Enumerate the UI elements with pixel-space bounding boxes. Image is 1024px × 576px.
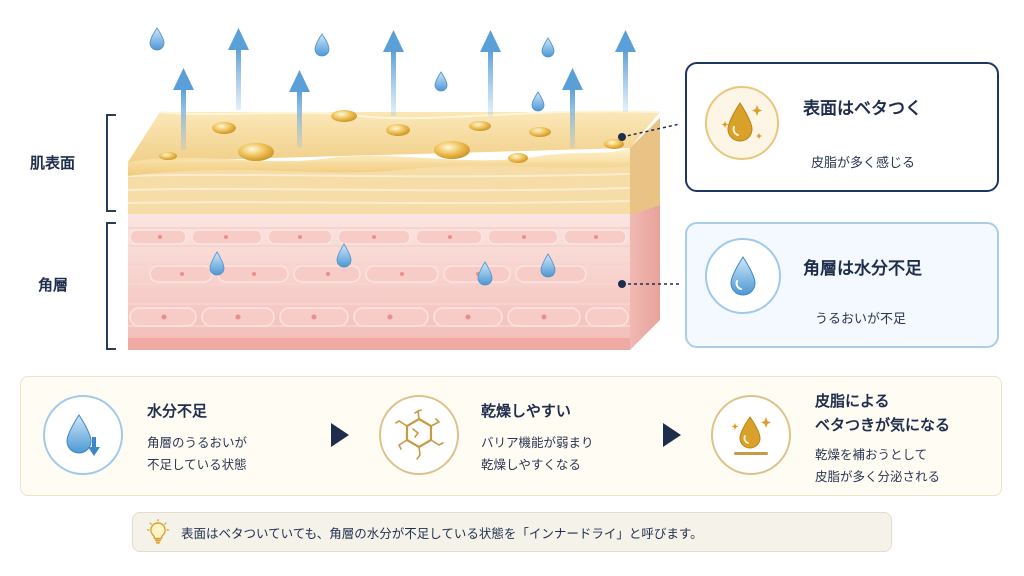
flow-step2-text-2: 乾燥しやすくなる	[481, 457, 581, 472]
definition-note: 表面はベタついていても、角層の水分が不足している状態を「インナードライ」と呼びま…	[132, 512, 892, 552]
callout-dry-subtitle: うるおいが不足	[815, 312, 907, 327]
oil-drop-icon	[705, 86, 779, 160]
lightbulb-icon	[147, 519, 169, 545]
evaporation-arrows	[173, 28, 636, 150]
evaporating-water-drops	[149, 27, 555, 112]
flow-step1-title: 水分不足	[147, 402, 208, 420]
water-drop-down-icon	[43, 395, 123, 475]
cracked-barrier-icon	[379, 395, 459, 475]
flow-step1-text-1: 角層のうるおいが	[147, 435, 248, 450]
water-drop-icon	[705, 238, 781, 314]
callout-dry-title: 角層は水分不足	[803, 259, 922, 279]
block-side-face	[630, 118, 660, 350]
flow-step3-text-2: 皮脂が多く分泌される	[815, 469, 941, 484]
flow-panel: 水分不足 角層のうるおいが 不足している状態 乾燥しやすい バリア機能が弱まり …	[20, 376, 1002, 496]
definition-note-text: 表面はベタついていても、角層の水分が不足している状態を「インナードライ」と呼びま…	[181, 525, 703, 541]
flow-step1-text-2: 不足している状態	[147, 457, 247, 472]
flow-arrow-1	[331, 423, 349, 447]
flow-step3-title-2: ベタつきが気になる	[815, 416, 951, 434]
surface-label: 肌表面	[30, 154, 76, 172]
callout-connectors	[618, 123, 680, 288]
flow-arrow-2	[663, 423, 681, 447]
oil-drop-sparkle-icon	[711, 395, 791, 475]
stratum-bracket	[106, 222, 116, 350]
stratum-label: 角層	[38, 276, 69, 294]
oily-surface	[128, 110, 661, 176]
flow-step2-text-1: バリア機能が弱まり	[481, 435, 594, 450]
skin-cross-section	[127, 27, 680, 350]
callout-sticky-title: 表面はベタつく	[803, 99, 922, 119]
stratum-layer	[128, 212, 630, 350]
surface-layer	[127, 162, 631, 214]
surface-bracket	[106, 114, 116, 212]
stratum-water-drops	[209, 243, 556, 286]
callout-sticky-surface: 表面はベタつく 皮脂が多く感じる	[685, 62, 999, 192]
sebum-droplets	[159, 110, 624, 163]
callout-sticky-subtitle: 皮脂が多く感じる	[811, 156, 916, 171]
flow-step3-text-1: 乾燥を補おうとして	[815, 447, 928, 462]
flow-step3-title-1: 皮脂による	[815, 392, 890, 410]
flow-step2-title: 乾燥しやすい	[481, 402, 571, 420]
callout-dry-stratum: 角層は水分不足 うるおいが不足	[685, 222, 999, 348]
